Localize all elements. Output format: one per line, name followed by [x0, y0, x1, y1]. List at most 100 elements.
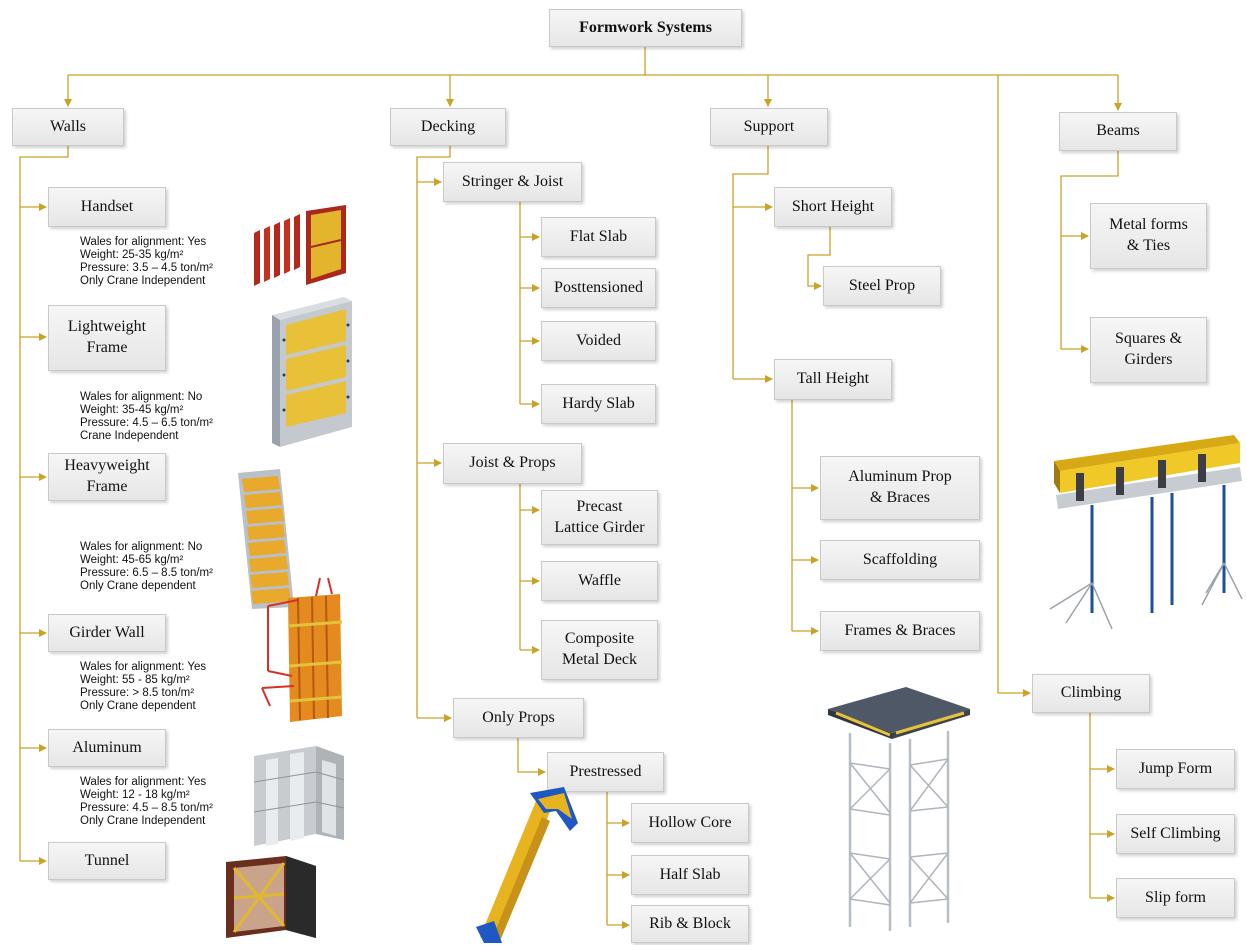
decking-label: Decking	[420, 117, 476, 135]
squares-line-2: Girders	[1124, 351, 1173, 368]
lightweight-line-2: Frame	[86, 339, 128, 356]
waffle-label: Waffle	[578, 571, 621, 589]
note-line: Pressure: > 8.5 ton/m²	[80, 687, 195, 699]
note-aluminum: Wales for alignment: Yes Weight: 12 - 18…	[80, 776, 213, 828]
climbing-jump-form: Jump Form	[1116, 749, 1235, 789]
note-line: Weight: 35-45 kg/m²	[80, 404, 184, 416]
category-walls: Walls	[12, 108, 124, 146]
only-props-label: Only Props	[482, 708, 555, 726]
note-line: Wales for alignment: No	[80, 391, 203, 403]
note-line: Only Crane dependent	[80, 700, 196, 712]
decking-hardy-slab: Hardy Slab	[541, 384, 656, 424]
support-frames-braces: Frames & Braces	[820, 611, 980, 651]
category-beams: Beams	[1059, 112, 1177, 151]
beams-metal-forms-ties: Metal forms& Ties	[1090, 203, 1207, 269]
aluminum-label: Aluminum	[72, 738, 142, 756]
note-line: Crane Independent	[80, 430, 179, 442]
support-steel-prop: Steel Prop	[823, 266, 941, 306]
category-support: Support	[710, 108, 828, 146]
precast-line-2: Lattice Girder	[554, 518, 645, 536]
timber-beam-image	[476, 787, 578, 943]
note-line: Weight: 55 - 85 kg/m²	[80, 674, 190, 686]
short-height-label: Short Height	[791, 197, 875, 215]
tall-height-label: Tall Height	[796, 370, 870, 388]
support-label: Support	[743, 117, 795, 135]
decking-rib-block: Rib & Block	[631, 905, 749, 943]
lightweight-line-1: Lightweight	[67, 318, 147, 336]
support-tall-height: Tall Height	[774, 359, 892, 400]
decking-flat-slab: Flat Slab	[541, 217, 656, 257]
decking-voided: Voided	[541, 321, 656, 361]
tunnel-formwork-image	[226, 856, 316, 938]
frames-braces-label: Frames & Braces	[844, 621, 956, 639]
heavyweight-line-2: Frame	[86, 478, 128, 495]
note-line: Pressure: 4.5 – 8.5 ton/m²	[80, 802, 213, 814]
flat-slab-label: Flat Slab	[569, 227, 628, 245]
posttensioned-label: Posttensioned	[554, 278, 643, 296]
voided-label: Voided	[575, 331, 622, 349]
decking-posttensioned: Posttensioned	[541, 268, 656, 308]
note-line: Only Crane Independent	[80, 815, 206, 827]
walls-label: Walls	[49, 117, 87, 135]
note-girder: Wales for alignment: Yes Weight: 55 - 85…	[80, 661, 206, 713]
note-line: Pressure: 4.5 – 6.5 ton/m²	[80, 417, 213, 429]
category-climbing: Climbing	[1032, 674, 1150, 713]
note-line: Weight: 45-65 kg/m²	[80, 554, 184, 566]
note-lightweight: Wales for alignment: No Weight: 35-45 kg…	[80, 391, 213, 443]
beams-label: Beams	[1096, 122, 1140, 140]
climbing-self-climbing: Self Climbing	[1116, 814, 1235, 854]
heavyweight-line-1: Heavyweight	[64, 457, 150, 475]
squares-line-1: Squares &	[1114, 330, 1183, 348]
jump-form-label: Jump Form	[1138, 759, 1213, 777]
decking-joist-props: Joist & Props	[443, 443, 582, 484]
heavyweight-frame-image	[238, 469, 294, 609]
handset-label: Handset	[80, 197, 134, 215]
handset-formwork-image	[254, 205, 346, 286]
decking-prestressed: Prestressed	[547, 752, 664, 792]
walls-girder-wall: Girder Wall	[48, 614, 166, 652]
category-decking: Decking	[390, 108, 506, 146]
climbing-label: Climbing	[1060, 684, 1122, 702]
girder-wall-image	[261, 577, 343, 722]
note-line: Wales for alignment: Yes	[80, 236, 207, 248]
girder-label: Girder Wall	[69, 623, 145, 641]
aluminum-prop-line-2: & Braces	[870, 489, 930, 506]
aluminum-prop-line-1: Aluminum Prop	[848, 468, 952, 486]
note-line: Only Crane Independent	[80, 275, 206, 287]
walls-tunnel: Tunnel	[48, 842, 166, 880]
decking-only-props: Only Props	[453, 698, 584, 738]
lightweight-frame-image	[272, 297, 352, 447]
aluminum-formwork-image	[253, 746, 345, 846]
beams-squares-girders: Squares & Girders	[1090, 317, 1207, 383]
note-line: Weight: 12 - 18 kg/m²	[80, 789, 190, 801]
note-line: Only Crane dependent	[80, 580, 196, 592]
half-slab-label: Half Slab	[659, 865, 721, 883]
rib-block-label: Rib & Block	[649, 914, 731, 932]
note-line: Wales for alignment: Yes	[80, 661, 207, 673]
walls-aluminum: Aluminum	[48, 729, 166, 767]
note-line: Pressure: 6.5 – 8.5 ton/m²	[80, 567, 213, 579]
steel-prop-label: Steel Prop	[848, 276, 916, 294]
shoring-tower-image	[828, 687, 970, 931]
hardy-slab-label: Hardy Slab	[562, 394, 635, 412]
metal-forms-line-2: & Ties	[1126, 237, 1171, 254]
root-label: Formwork Systems	[579, 18, 712, 36]
climbing-slip-form: Slip form	[1116, 878, 1235, 918]
note-line: Weight: 25-35 kg/m²	[80, 249, 184, 261]
self-climbing-label: Self Climbing	[1130, 824, 1221, 842]
support-aluminum-prop-braces: Aluminum Prop & Braces	[820, 456, 980, 520]
hollow-core-label: Hollow Core	[648, 813, 732, 831]
tunnel-label: Tunnel	[84, 851, 130, 869]
support-scaffolding: Scaffolding	[820, 540, 980, 580]
scaffolding-label: Scaffolding	[862, 550, 938, 568]
note-heavyweight: Wales for alignment: No Weight: 45-65 kg…	[80, 541, 213, 593]
slip-form-label: Slip form	[1145, 888, 1206, 906]
note-line: Wales for alignment: No	[80, 541, 203, 553]
stringer-joist-label: Stringer & Joist	[461, 172, 564, 190]
